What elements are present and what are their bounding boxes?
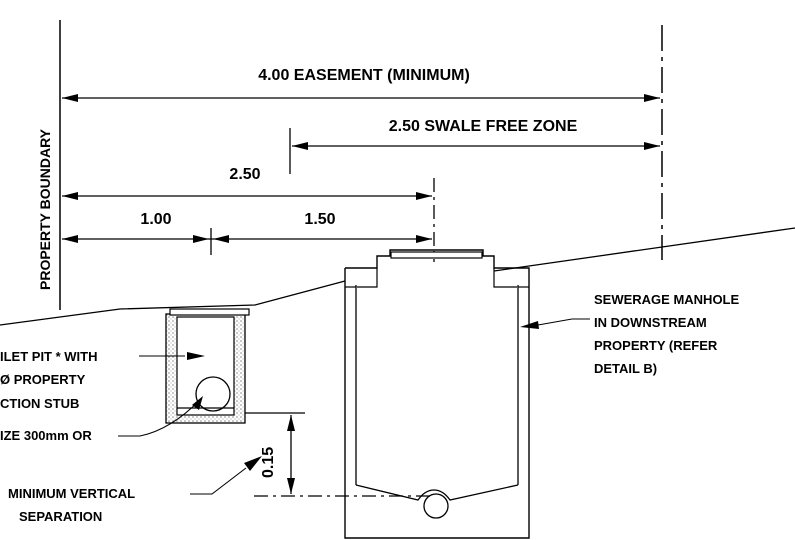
- connection-stub-pipe: [195, 376, 231, 412]
- manhole-benching: [355, 484, 519, 501]
- manhole-label-line4: DETAIL B): [594, 361, 657, 376]
- sewerage-manhole: [344, 249, 530, 539]
- first-offset-label: 1.00: [140, 211, 171, 228]
- inlet-pit-label-line2: Ø PROPERTY: [0, 372, 86, 387]
- easement-dimension-label: 4.00 EASEMENT (MINIMUM): [258, 67, 470, 84]
- inlet-pit-callout: ILET PIT * WITH Ø PROPERTY CTION STUB: [0, 349, 205, 411]
- ground-surface-right: [493, 227, 795, 272]
- swale-free-zone-dimension: 2.50 SWALE FREE ZONE: [289, 118, 660, 174]
- property-boundary-label: PROPERTY BOUNDARY: [37, 128, 53, 290]
- min-vertical-callout: MINIMUM VERTICAL SEPARATION: [8, 456, 262, 524]
- manhole-label-line1: SEWERAGE MANHOLE: [594, 292, 740, 307]
- vertical-separation-label: 0.15: [260, 447, 277, 478]
- manhole-label-line3: PROPERTY (REFER: [594, 338, 718, 353]
- manhole-callout: SEWERAGE MANHOLE IN DOWNSTREAM PROPERTY …: [520, 292, 740, 376]
- min-vertical-label-line1: MINIMUM VERTICAL: [8, 486, 135, 501]
- total-offset-label: 2.50: [229, 166, 260, 183]
- pipe-size-label: IZE 300mm OR: [0, 428, 92, 443]
- inlet-pit: [165, 308, 250, 424]
- easement-dimension: 4.00 EASEMENT (MINIMUM): [62, 67, 660, 102]
- inlet-pit-grate: [169, 308, 250, 316]
- vertical-separation-dimension: 0.15: [245, 412, 430, 497]
- ground-surface-left: [0, 280, 346, 326]
- manhole-label-line2: IN DOWNSTREAM: [594, 315, 707, 330]
- split-offset-dimensions: 1.00 1.50: [62, 211, 432, 255]
- pipe-size-callout: IZE 300mm OR: [0, 396, 203, 443]
- inlet-pit-label-line1: ILET PIT * WITH: [0, 349, 98, 364]
- second-offset-label: 1.50: [304, 211, 335, 228]
- manhole-cover: [390, 251, 483, 259]
- min-vertical-label-line2: SEPARATION: [19, 509, 102, 524]
- inlet-pit-label-line3: CTION STUB: [0, 396, 79, 411]
- total-offset-dimension: 2.50: [62, 166, 432, 200]
- swale-free-zone-label: 2.50 SWALE FREE ZONE: [389, 118, 578, 135]
- manhole-outlet-pipe: [423, 493, 449, 519]
